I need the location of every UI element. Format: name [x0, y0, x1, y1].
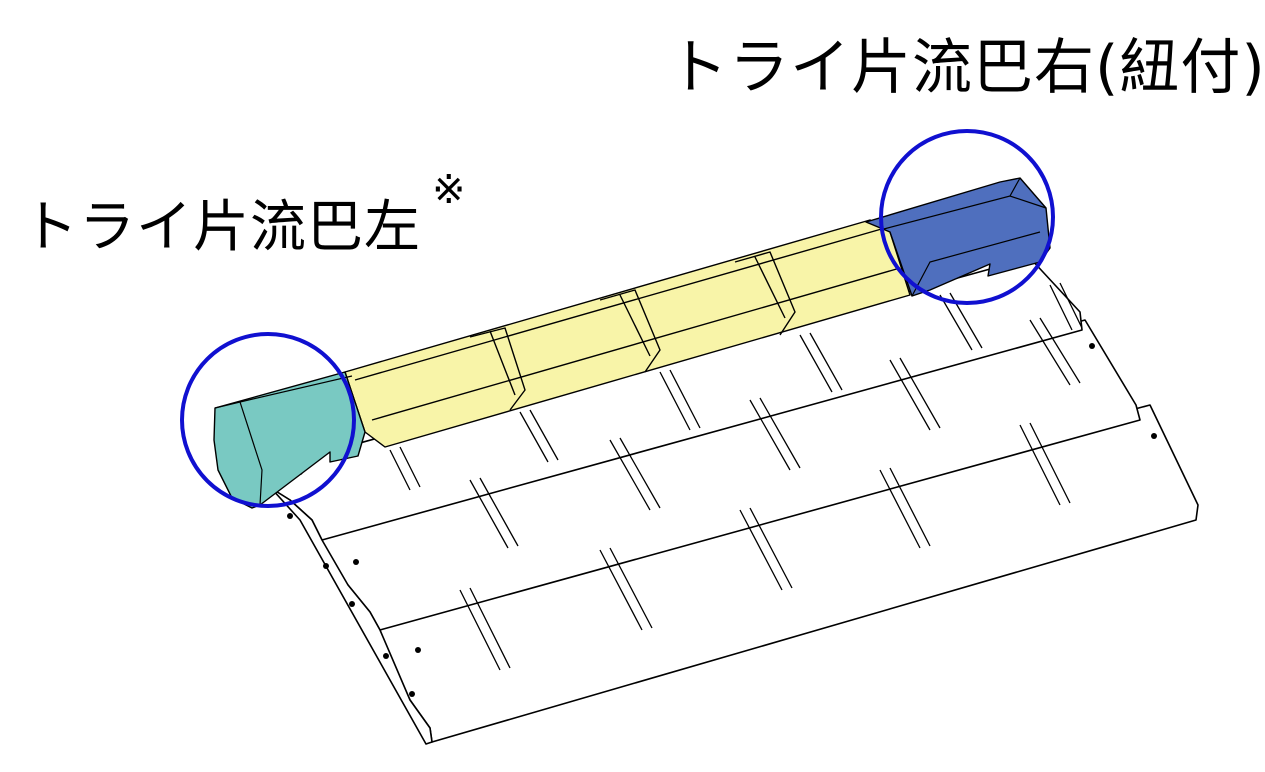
tile-ribs — [389, 282, 1083, 671]
tile-rib — [609, 437, 661, 511]
screw-dot — [1089, 343, 1095, 349]
ridge-joint — [599, 289, 661, 373]
tile-rib — [469, 477, 519, 549]
tile-rib — [879, 467, 931, 549]
screw-dot — [287, 513, 293, 519]
ridge-joint — [469, 327, 526, 411]
tile-rib — [1019, 422, 1071, 506]
right-end-cap-edge — [879, 177, 1047, 297]
ridge-joint — [354, 227, 901, 421]
left-end-cap — [213, 371, 366, 509]
tile-rib — [799, 332, 843, 393]
right-highlight-circle — [879, 129, 1055, 305]
tile-rib — [389, 446, 421, 491]
left-part-label: トライ片流巴左 — [22, 195, 421, 260]
left-highlight-circle — [180, 332, 356, 508]
roof-tiles — [261, 257, 1199, 745]
ridge-joint — [734, 251, 796, 336]
screw-dot — [323, 563, 329, 569]
screw-dot — [415, 647, 421, 653]
screw-dot — [383, 653, 389, 659]
ridge-joints — [354, 227, 901, 421]
tile-rib — [599, 547, 653, 631]
screw-dot — [409, 691, 415, 697]
tile-rib — [459, 587, 511, 671]
right-part-label: トライ片流巴右(紐付) — [668, 33, 1265, 103]
left-end-cap-edge — [214, 375, 353, 506]
tile-rib — [739, 507, 793, 591]
tile-rib — [519, 409, 559, 463]
tile-rib — [1029, 317, 1081, 386]
screw-dot — [1151, 433, 1157, 439]
right-end-cap — [865, 177, 1051, 297]
tile-rib — [1049, 282, 1083, 331]
note-mark: ※ — [432, 167, 466, 213]
screw-dot — [353, 559, 359, 565]
gable-side-left — [261, 469, 433, 745]
tile-rib — [749, 397, 801, 471]
tile-rib — [659, 369, 701, 431]
screw-dot — [349, 601, 355, 607]
tile-rib — [889, 357, 941, 431]
